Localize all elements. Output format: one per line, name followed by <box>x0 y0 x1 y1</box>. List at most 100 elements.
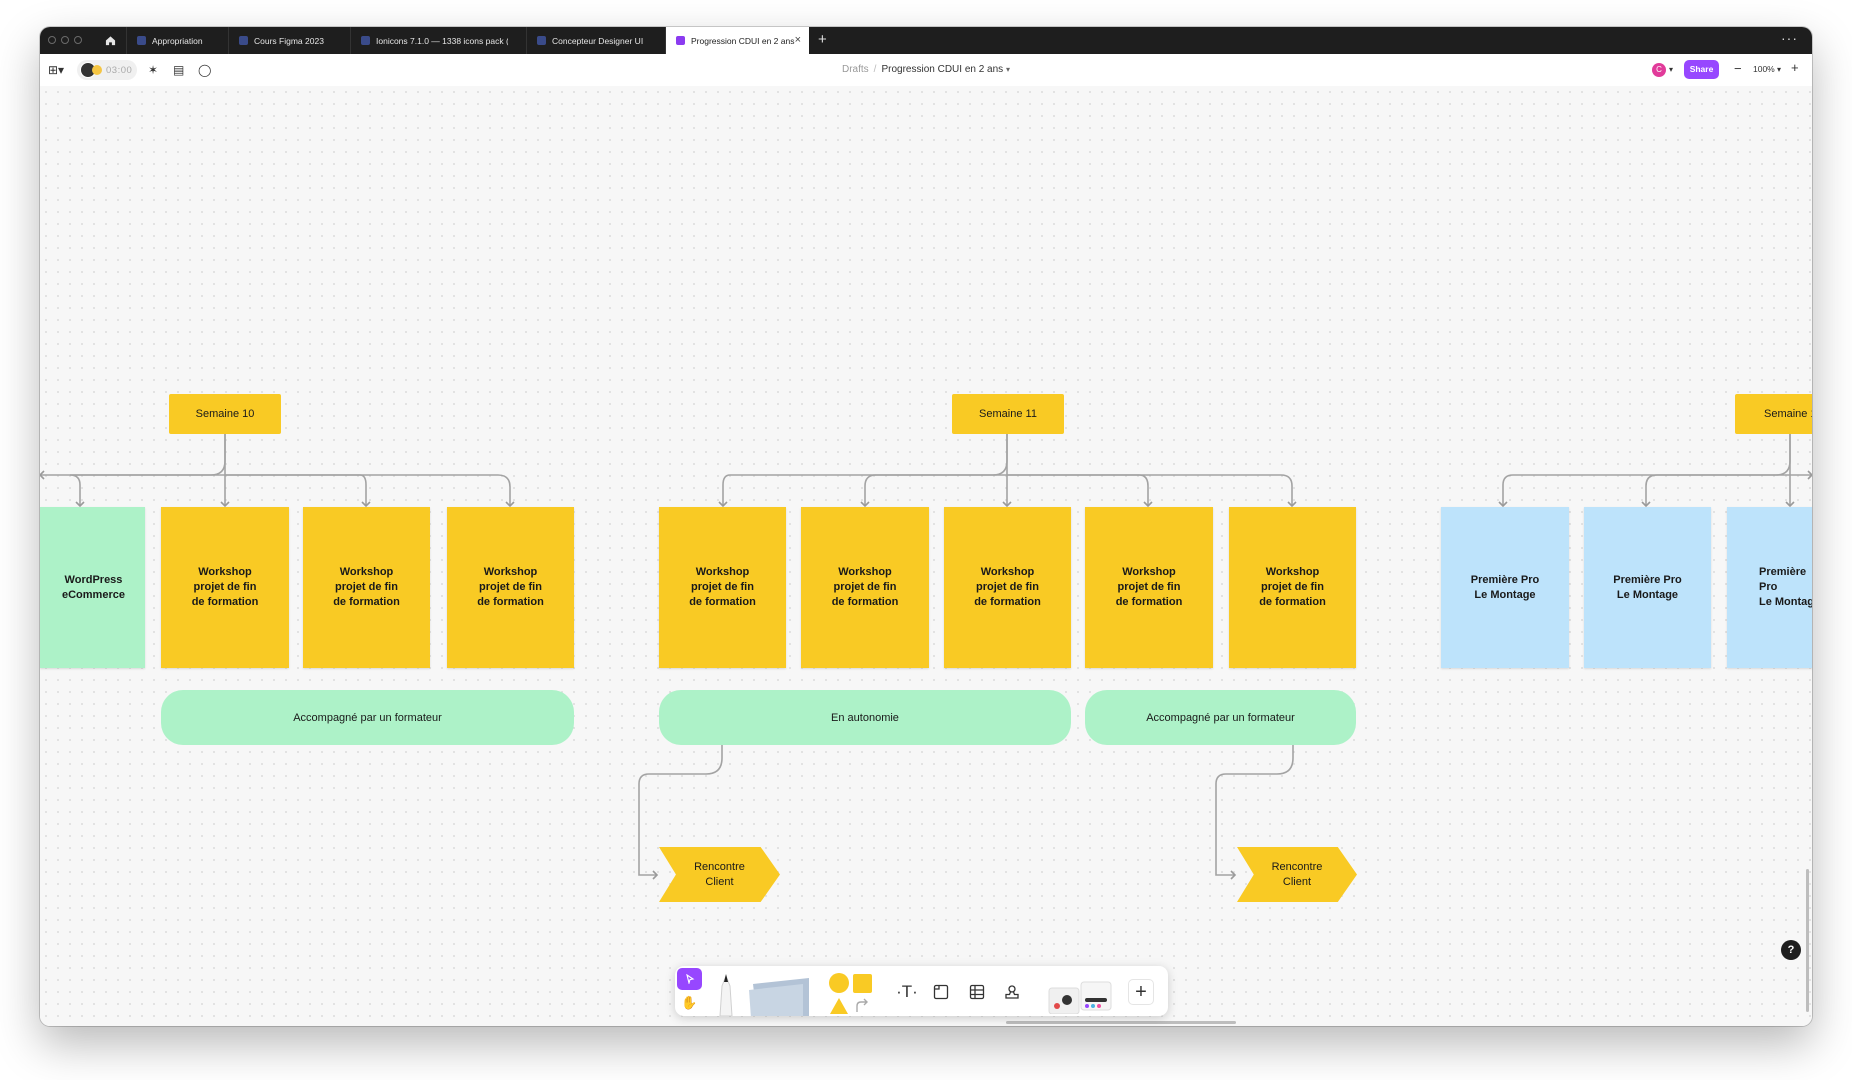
sticky-note[interactable]: Première Pro Le Montage <box>1441 507 1569 668</box>
user-avatar[interactable]: C <box>1652 63 1666 77</box>
connector <box>1007 474 1153 508</box>
timer-value: 03:00 <box>106 64 133 76</box>
client-meeting-shape[interactable]: Rencontre Client <box>1237 847 1357 902</box>
tab-cours-figma[interactable]: Cours Figma 2023 <box>228 27 330 54</box>
sticky-note[interactable]: Workshop projet de fin de formation <box>801 507 929 668</box>
marker-tool-button[interactable] <box>712 970 740 1016</box>
widgets-tool-button[interactable] <box>1045 976 1115 1014</box>
figma-file-icon <box>537 36 546 45</box>
close-tab-icon[interactable]: × <box>794 34 801 46</box>
group-label[interactable]: En autonomie <box>659 690 1071 745</box>
connector <box>1641 474 1790 508</box>
frame-tool-button[interactable] <box>928 980 954 1004</box>
figjam-file-icon <box>676 36 685 45</box>
move-tool-button[interactable] <box>677 968 702 990</box>
app-window: Appropriation Cours Figma 2023 Ionicons … <box>40 27 1812 1026</box>
tab-concepteur[interactable]: Concepteur Designer UI <box>526 27 678 54</box>
new-tab-button[interactable]: + <box>818 31 827 48</box>
vertical-scrollbar[interactable] <box>1806 869 1809 1012</box>
week-label[interactable]: Semaine 1 <box>1735 394 1812 434</box>
stamp-tool-button[interactable] <box>999 980 1025 1004</box>
sticky-note[interactable]: Workshop projet de fin de formation <box>303 507 430 668</box>
layout-icon[interactable]: ▤ <box>173 63 185 77</box>
section-icon <box>749 978 809 1016</box>
connector <box>1215 705 1294 880</box>
chevron-down-icon[interactable]: ▾ <box>1005 65 1010 74</box>
tab-ionicons[interactable]: Ionicons 7.1.0 — 1338 icons pack (C <box>350 27 508 54</box>
marker-icon <box>719 974 733 1016</box>
sticky-note[interactable]: Workshop projet de fin de formation <box>1085 507 1213 668</box>
ai-sparkle-icon[interactable]: ✶ <box>148 63 159 77</box>
tab-appropriation[interactable]: Appropriation <box>126 27 228 54</box>
tab-label: Concepteur Designer UI <box>552 35 644 46</box>
frame-icon <box>933 984 949 1000</box>
tab-label: Progression CDUI en 2 ans <box>691 35 795 46</box>
stamp-icon <box>1005 985 1019 999</box>
hand-tool-button[interactable]: ✋ <box>677 992 702 1014</box>
cursor-icon <box>685 974 694 984</box>
tab-label: Appropriation <box>152 35 203 46</box>
connector <box>225 474 515 508</box>
maximize-window-button[interactable] <box>74 36 82 44</box>
avatar <box>92 65 102 75</box>
sticky-note[interactable]: Workshop projet de fin de formation <box>161 507 289 668</box>
minimize-window-button[interactable] <box>61 36 69 44</box>
week-label[interactable]: Semaine 10 <box>169 394 281 434</box>
shapes-icon <box>829 973 872 1014</box>
group-label[interactable]: Accompagné par un formateur <box>161 690 574 745</box>
zoom-level[interactable]: 100% <box>1753 64 1775 74</box>
text-icon: ·T· <box>896 982 918 1001</box>
timer[interactable]: 03:00 <box>77 60 137 80</box>
tab-label: Cours Figma 2023 <box>254 35 324 46</box>
table-tool-button[interactable] <box>964 980 990 1004</box>
shapes-tool-button[interactable] <box>827 972 877 1014</box>
sticky-note[interactable]: Première Pro Le Montag <box>1727 507 1812 668</box>
more-tools-button[interactable]: + <box>1128 979 1154 1005</box>
connector <box>860 474 1007 508</box>
zoom-in-button[interactable]: + <box>1791 60 1799 75</box>
connector <box>1007 474 1297 508</box>
hand-icon: ✋ <box>681 995 698 1010</box>
home-button[interactable] <box>98 27 122 54</box>
comment-icon[interactable]: ◯ <box>198 63 212 77</box>
client-meeting-shape[interactable]: Rencontre Client <box>659 847 780 902</box>
tab-label: Ionicons 7.1.0 — 1338 icons pack (C <box>376 35 508 46</box>
top-toolbar: ⊞▾ 03:00 ✶ ▤ ◯ Drafts / Progression CDUI e… <box>40 54 1812 86</box>
horizontal-scrollbar[interactable] <box>1006 1021 1236 1024</box>
tab-bar: Appropriation Cours Figma 2023 Ionicons … <box>40 27 1812 54</box>
share-button[interactable]: Share <box>1684 60 1719 79</box>
more-menu-icon[interactable]: ··· <box>1781 30 1798 46</box>
sticky-note[interactable]: Workshop projet de fin de formation <box>1229 507 1356 668</box>
connector <box>225 474 371 508</box>
breadcrumb-drafts[interactable]: Drafts <box>842 64 869 75</box>
connector <box>69 474 225 508</box>
chevron-down-icon[interactable]: ▾ <box>1777 65 1782 74</box>
widgets-icon <box>1048 981 1112 1014</box>
table-icon <box>969 984 985 1000</box>
sticky-note[interactable]: Workshop projet de fin de formation <box>944 507 1071 668</box>
breadcrumb-separator: / <box>873 64 877 75</box>
close-window-button[interactable] <box>48 36 56 44</box>
figma-file-icon <box>137 36 146 45</box>
help-button[interactable]: ? <box>1781 940 1801 960</box>
section-tool-button[interactable] <box>747 974 815 1016</box>
week-label[interactable]: Semaine 11 <box>952 394 1064 434</box>
connectors <box>40 427 1812 880</box>
text-tool-button[interactable]: ·T· <box>893 980 921 1004</box>
tab-progression[interactable]: Progression CDUI en 2 ans × <box>665 27 809 54</box>
connector <box>40 427 226 480</box>
group-label[interactable]: Accompagné par un formateur <box>1085 690 1356 745</box>
figma-file-icon <box>361 36 370 45</box>
file-name[interactable]: Progression CDUI en 2 ans <box>881 64 1004 75</box>
chevron-down-icon[interactable]: ▾ <box>1669 65 1674 74</box>
main-menu-icon[interactable]: ⊞▾ <box>48 63 65 77</box>
breadcrumb: Drafts / Progression CDUI en 2 ans ▾ <box>40 64 1812 75</box>
sticky-note[interactable]: Workshop projet de fin de formation <box>659 507 786 668</box>
home-icon <box>105 36 115 46</box>
board-canvas[interactable]: Semaine 10 Semaine 11 Semaine 1 WordPres… <box>40 86 1812 1026</box>
zoom-out-button[interactable]: − <box>1734 61 1742 76</box>
connector <box>638 705 723 880</box>
sticky-note[interactable]: Workshop projet de fin de formation <box>447 507 574 668</box>
sticky-note[interactable]: Première Pro Le Montage <box>1584 507 1711 668</box>
sticky-note[interactable]: WordPress eCommerce <box>40 507 145 668</box>
